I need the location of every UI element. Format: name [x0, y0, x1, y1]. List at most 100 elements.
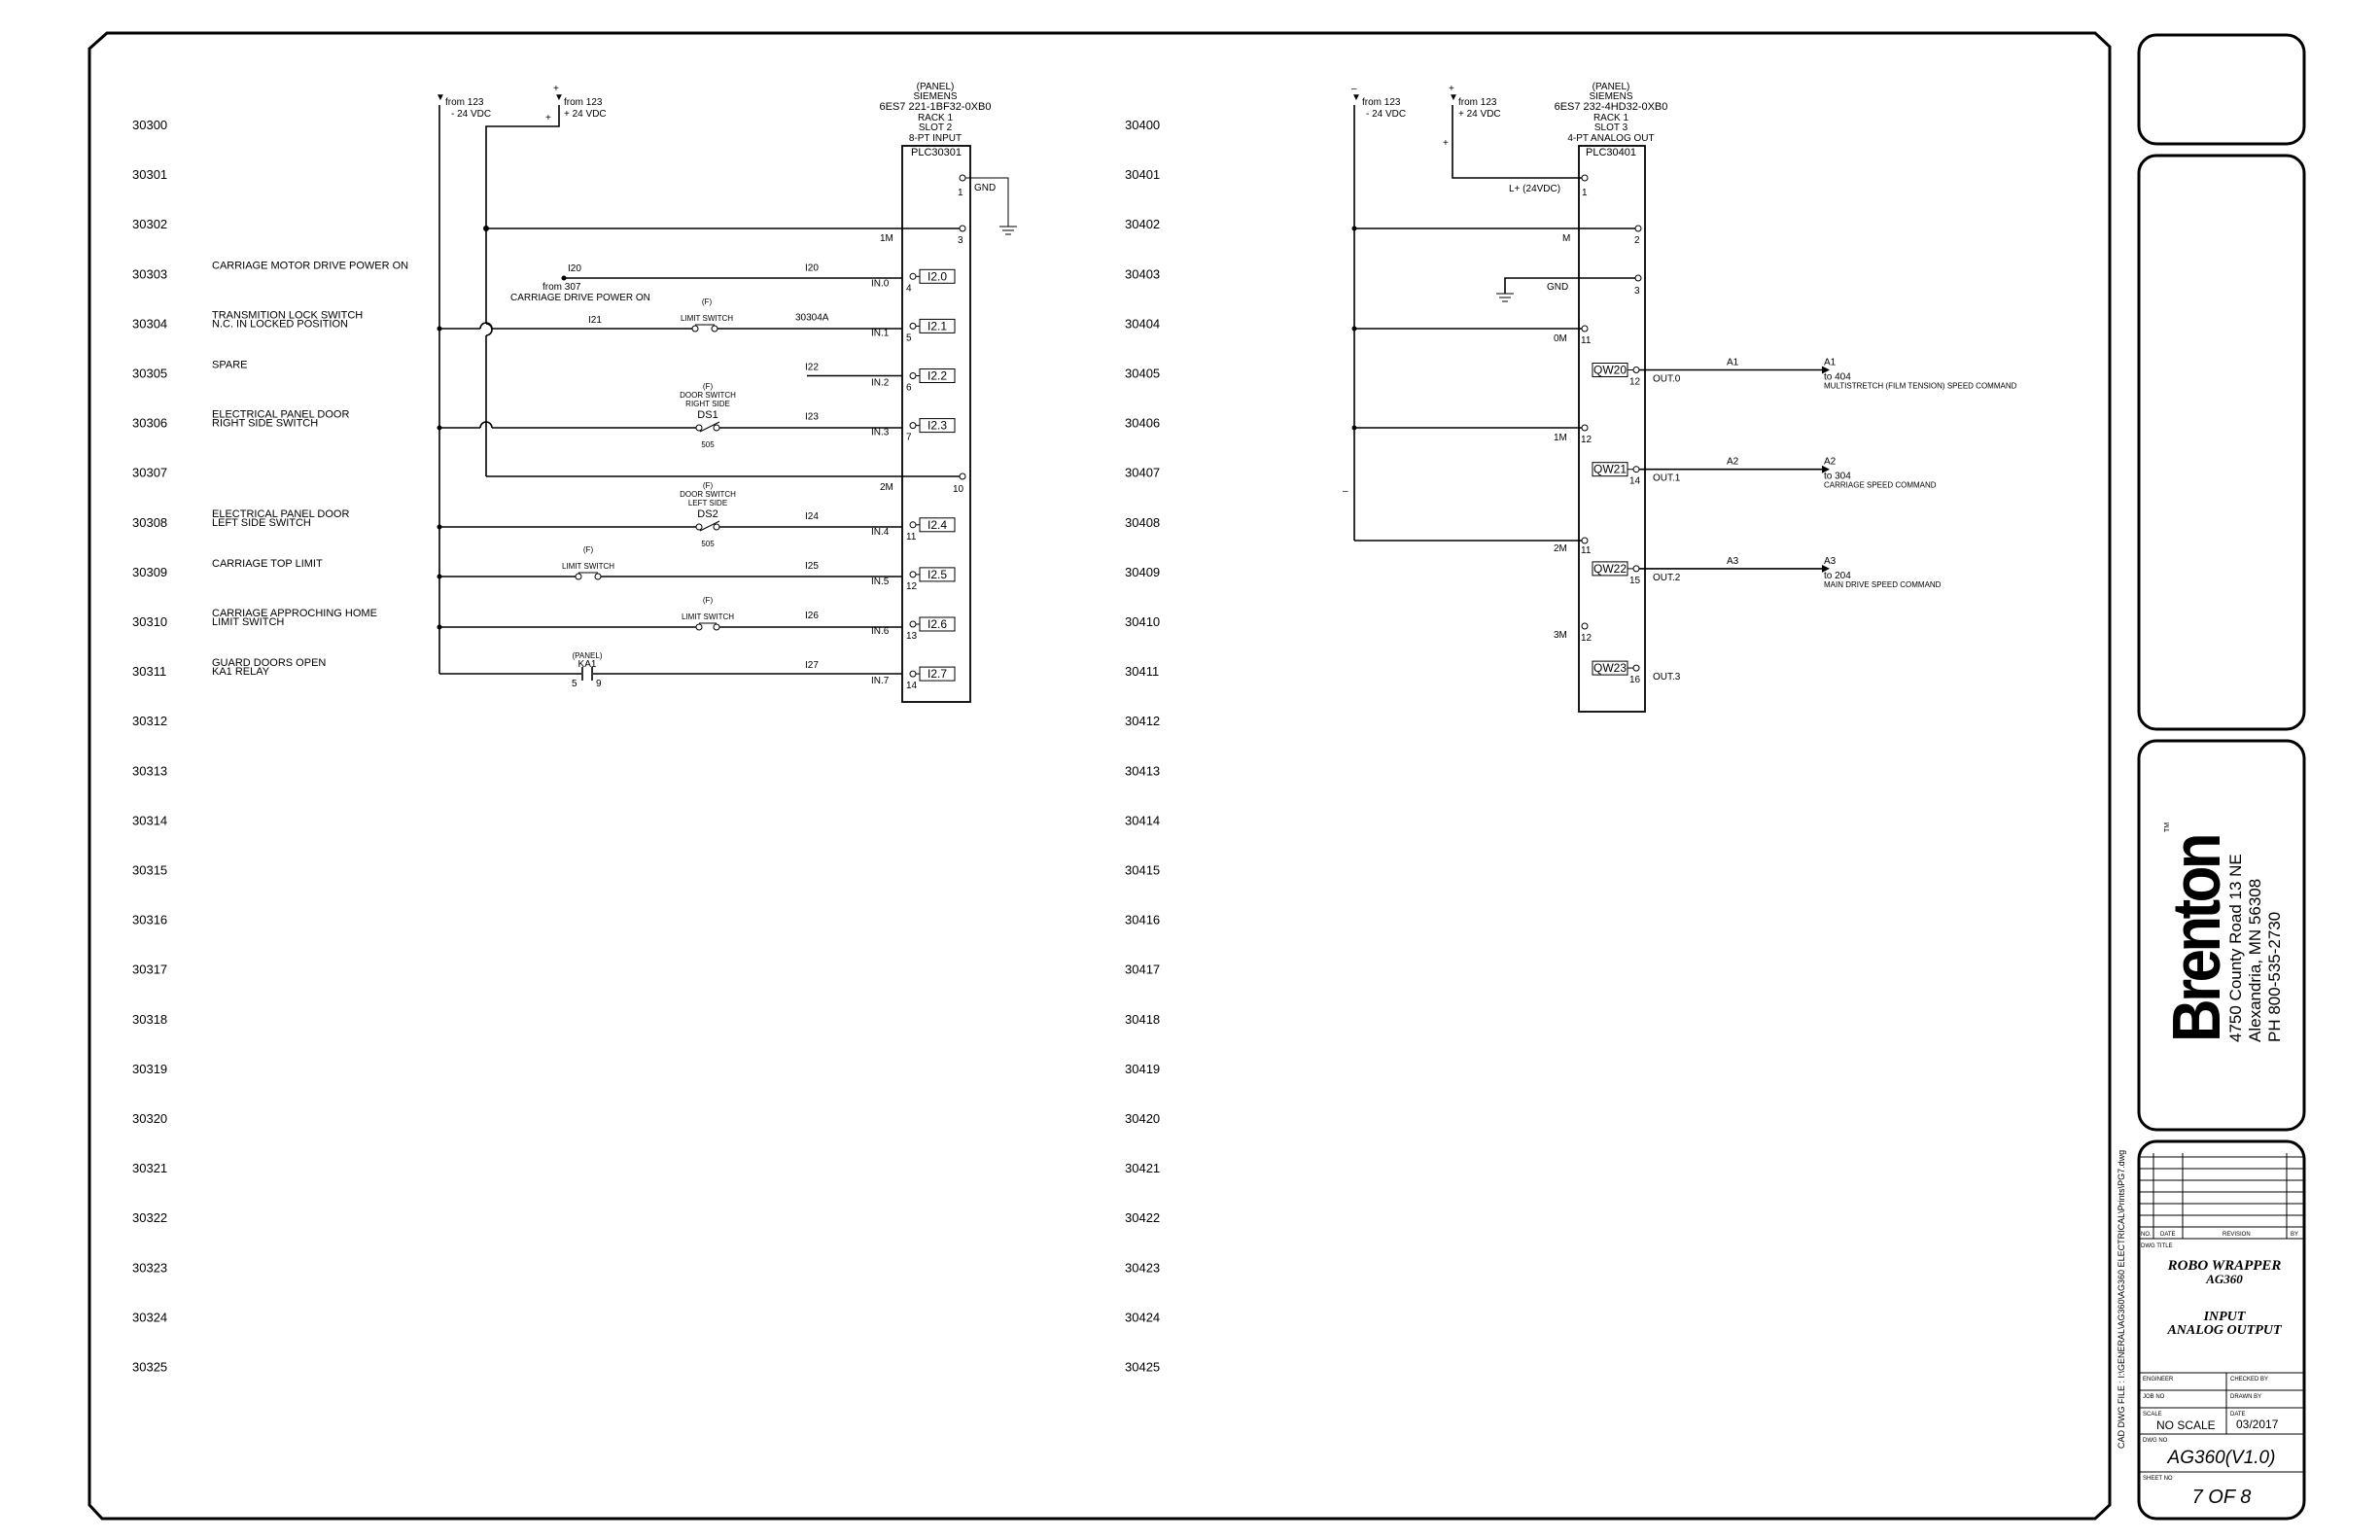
term-2m-num: 10 [953, 484, 964, 495]
term-1m-circle [959, 225, 966, 232]
output-dest-wire: A1 [1824, 358, 1837, 368]
input-address: I2.4 [928, 518, 947, 532]
input-channel: IN.1 [871, 328, 890, 338]
rung-number: 30307 [132, 466, 167, 480]
rung-number: 30418 [1125, 1012, 1160, 1027]
r-label-m: M [1562, 233, 1570, 244]
r-supply-pos-label: from 123 [1458, 97, 1497, 108]
rung-number: 30413 [1125, 763, 1160, 778]
input-terminal-number: 4 [906, 283, 912, 294]
rev-date: DATE [2160, 1232, 2176, 1238]
cad-file-path: CAD DWG FILE : I:\GENERAL\AG360\AG360 EL… [2117, 1150, 2126, 1449]
tb-frame-logo [2137, 739, 2306, 1132]
input-description: TRANSMITION LOCK SWITCH [212, 309, 363, 321]
node-1m [483, 226, 489, 231]
supply-neg-label: from 123 [445, 97, 484, 108]
input-wire-label: I26 [805, 611, 819, 621]
output-wire-label: A3 [1727, 556, 1739, 567]
ds1-side: RIGHT SIDE [685, 400, 730, 408]
rung-number: 30403 [1125, 266, 1160, 281]
scale-value: NO SCALE [2156, 1418, 2216, 1432]
drawing-border [88, 31, 2112, 1521]
output-address: QW20 [1593, 364, 1627, 377]
rung-number: 30312 [132, 714, 167, 728]
gnd-label: GND [974, 183, 996, 193]
rung-number: 30423 [1125, 1260, 1160, 1275]
ds1-505: 505 [701, 440, 715, 449]
input-channel: IN.0 [871, 278, 890, 289]
input-address-box [919, 616, 956, 632]
tb-frame-info [2137, 1139, 2306, 1521]
rung-numbers-right: 3040030401304023040330404304053040630407… [1125, 118, 1160, 1375]
ds2-type: DOOR SWITCH [680, 490, 736, 499]
r-term-11: 11 [1581, 335, 1592, 346]
cad-file-text: CAD DWG FILE : I:\GENERAL\AG360\AG360 EL… [2117, 1150, 2126, 1449]
input-wire-label: I24 [805, 511, 819, 522]
input-description-line2: N.C. IN LOCKED POSITION [212, 318, 348, 330]
input-address: I2.0 [928, 269, 947, 283]
ds1-type: DOOR SWITCH [680, 391, 736, 400]
output-dest-wire: A2 [1824, 457, 1837, 468]
rung-number: 30319 [132, 1062, 167, 1076]
input-address-box [919, 666, 956, 682]
output-terminal-number: 15 [1629, 576, 1641, 586]
plc-type: 8-PT INPUT [909, 133, 962, 144]
rung-number: 30421 [1125, 1161, 1160, 1175]
tb-frame-blank [2137, 154, 2306, 731]
label-i21: I21 [588, 315, 602, 326]
rung-number: 30315 [132, 863, 167, 878]
rung-number: 30300 [132, 118, 167, 132]
rung-number: 30314 [132, 813, 167, 827]
rung-number: 30410 [1125, 614, 1160, 629]
input-terminal-number: 12 [906, 581, 918, 592]
input-description-line2: KA1 RELAY [212, 666, 270, 678]
r-supply-pos-arrow: ▼ [1449, 92, 1458, 103]
ds2-blade [699, 520, 720, 532]
rung-number: 30303 [132, 266, 167, 281]
output-wire-label: A2 [1727, 457, 1739, 468]
input-address: I2.1 [928, 319, 947, 332]
input-description: ELECTRICAL PANEL DOOR [212, 508, 349, 520]
rung-number: 30420 [1125, 1111, 1160, 1126]
company-addr2: Alexandria, MN 56308 [2246, 879, 2264, 1042]
term-gnd-circle [959, 174, 966, 182]
rung-number: 30322 [132, 1210, 167, 1225]
ds1-contact-b [713, 424, 720, 432]
company-address: 4750 County Road 13 NE Alexandria, MN 56… [2226, 854, 2284, 1042]
input-wire-label: I27 [805, 660, 819, 671]
supply-pos-plus: + [553, 84, 559, 94]
company-logo-wordmark: Brenton [2158, 836, 2234, 1042]
input-description: SPARE [212, 360, 247, 371]
input-terminal-number: 5 [906, 332, 912, 343]
output-dest-ref: to 304 [1824, 472, 1851, 482]
rev-no: NO. [2141, 1232, 2152, 1238]
rung-number: 30404 [1125, 316, 1160, 331]
ka1-tag: KA1 [578, 659, 597, 670]
r-supply-neg-voltage: - 24 VDC [1366, 109, 1406, 120]
rung-number: 30304 [132, 316, 167, 331]
label-2m: 2M [880, 482, 893, 493]
r-label-1m: 1M [1554, 433, 1567, 443]
input-terminal-number: 14 [906, 681, 918, 691]
rung-number: 30320 [132, 1111, 167, 1126]
rung-numbers-left: 3030030301303023030330304303053030630307… [132, 118, 167, 1375]
r-term-11-circle [1581, 325, 1589, 332]
input-wire-label: I20 [805, 262, 819, 273]
label-i20-left: I20 [568, 263, 581, 274]
wire-30304-hop [479, 322, 493, 330]
engineer-label: ENGINEER [2143, 1377, 2174, 1382]
rung-number: 30425 [1125, 1360, 1160, 1375]
r-term-1-circle [1581, 174, 1589, 182]
r-plc-module-box [1578, 145, 1646, 713]
r-plc-maker: SIEMENS [1589, 91, 1632, 102]
rung-number: 30412 [1125, 714, 1160, 728]
input-description: ELECTRICAL PANEL DOOR [212, 409, 349, 421]
input-channel: IN.6 [871, 626, 890, 637]
input-channel: IN.4 [871, 527, 890, 538]
r-lplus-label: L+ (24VDC) [1509, 184, 1560, 194]
input-description-line2: LIMIT SWITCH [212, 616, 284, 628]
rung-number: 30305 [132, 367, 167, 381]
output-dest-description: MAIN DRIVE SPEED COMMAND [1824, 580, 1942, 589]
r-label-2m: 2M [1554, 543, 1567, 554]
node-30304 [437, 326, 442, 332]
